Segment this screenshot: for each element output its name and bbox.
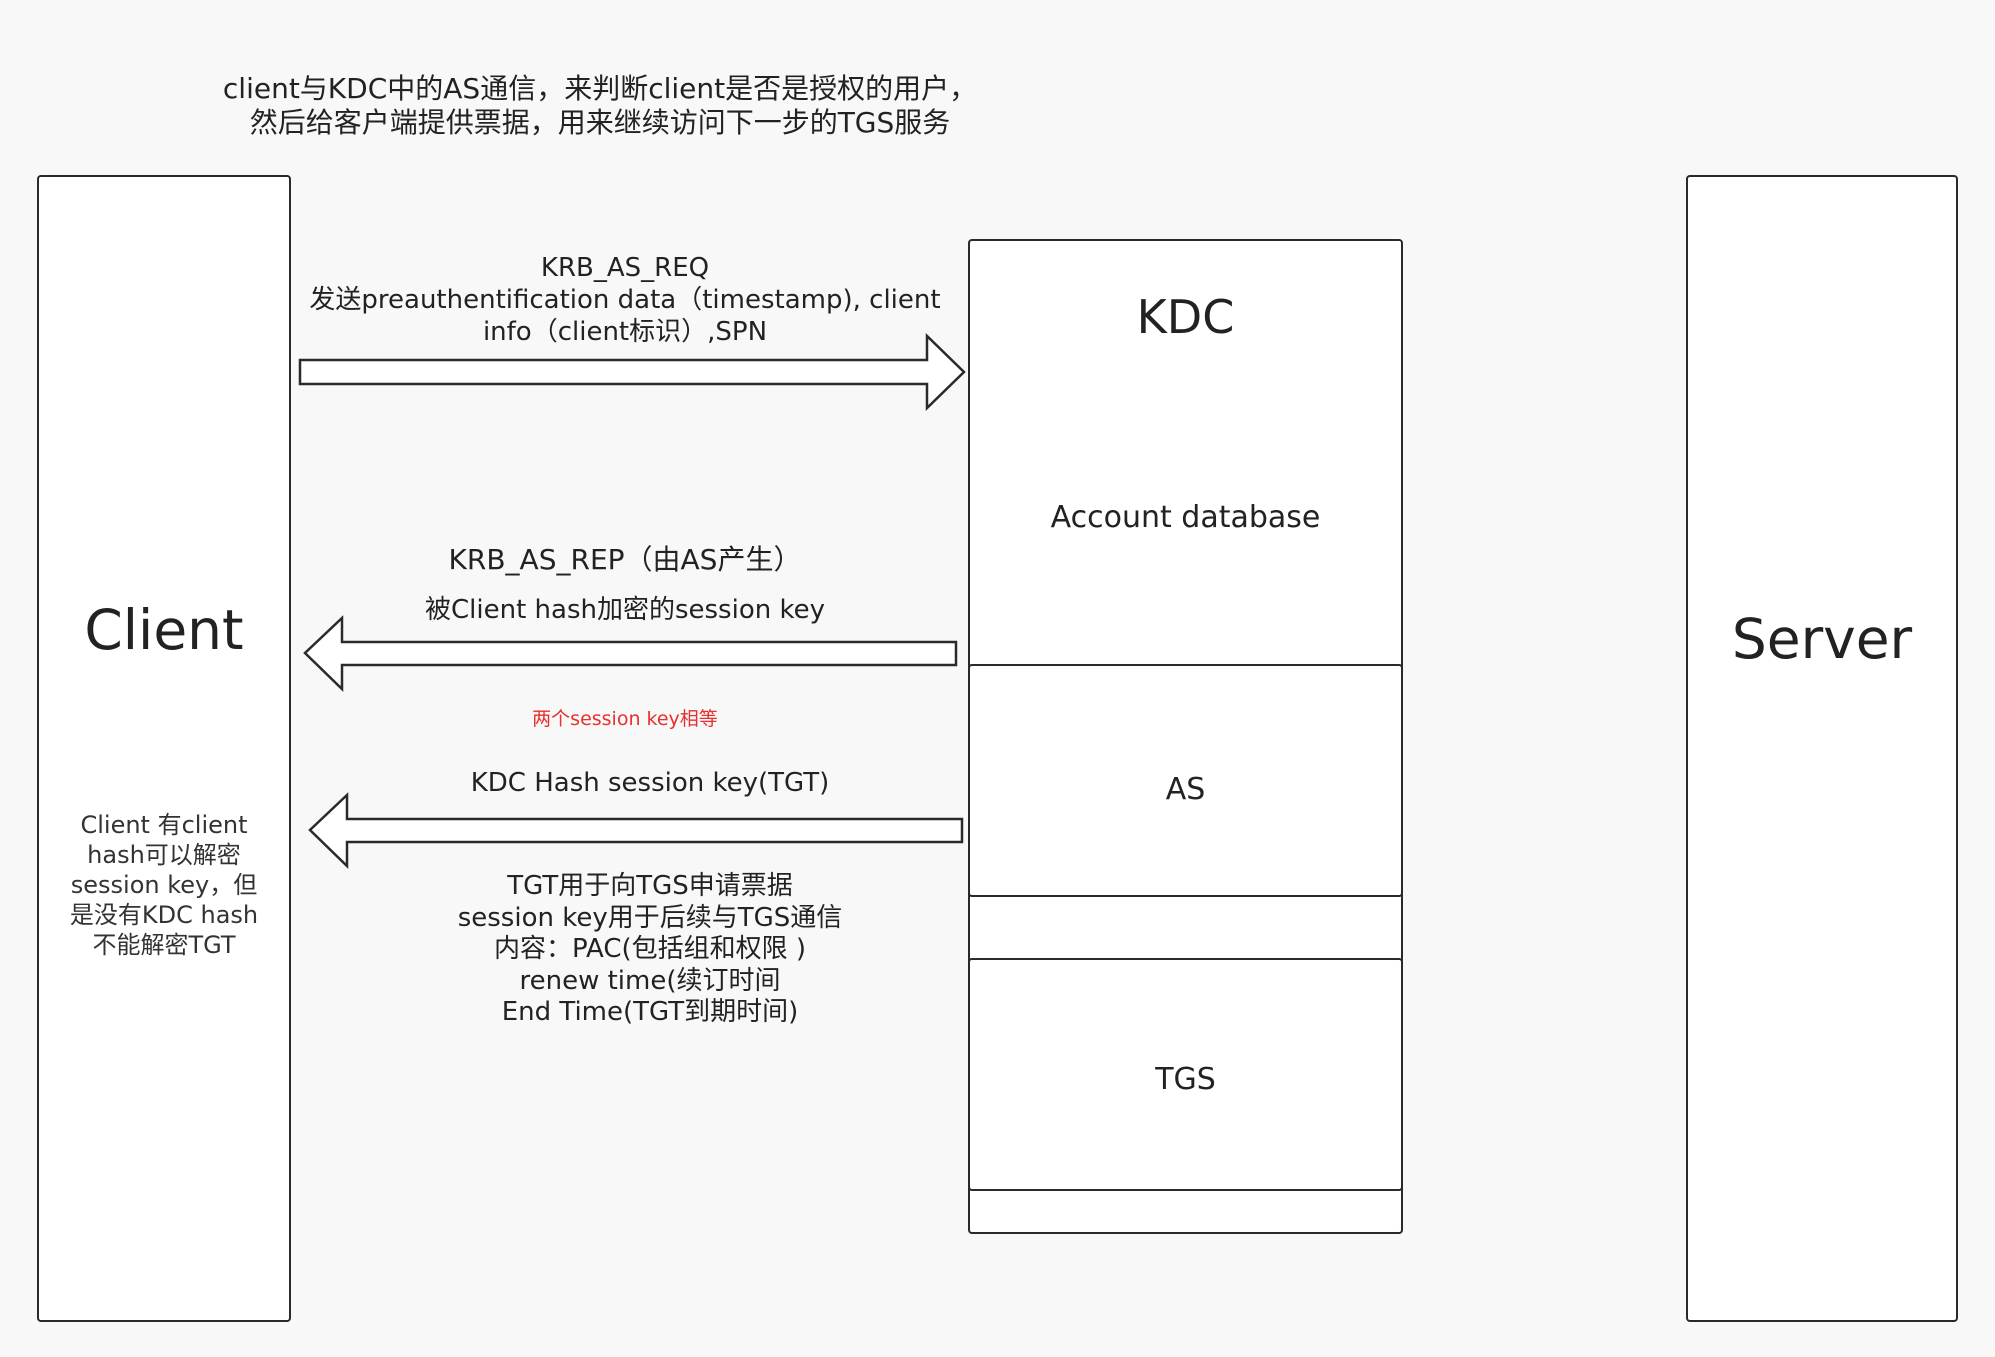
caption-line-1: client与KDC中的AS通信，来判断client是否是授权的用户，: [222, 72, 978, 105]
tgs-box: [968, 958, 1403, 1191]
caption-line-2: 然后给客户端提供票据，用来继续访问下一步的TGS服务: [249, 106, 951, 139]
tgs-label: TGS: [1155, 1062, 1216, 1097]
as-req-name: KRB_AS_REQ: [540, 253, 710, 283]
client-note-line: hash可以解密: [87, 841, 241, 869]
account-database-label: Account database: [1050, 500, 1321, 535]
client-note-line: session key，但: [70, 871, 258, 899]
kdc-title: KDC: [1136, 290, 1235, 344]
as-rep-arrow-shape: [303, 615, 958, 692]
client-note-line: 是没有KDC hash: [69, 901, 259, 929]
as-req-line-3: info（client标识）,SPN: [482, 317, 768, 347]
client-note-line: 不能解密TGT: [92, 931, 236, 959]
tgt-detail-line: End Time(TGT到期时间): [501, 997, 799, 1027]
as-label: AS: [1165, 772, 1206, 807]
as-req-arrow-shape: [298, 333, 966, 411]
as-rep-name: KRB_AS_REP（由AS产生）: [448, 543, 802, 576]
diagram-caption: client与KDC中的AS通信，来判断client是否是授权的用户， 然后给客…: [210, 72, 990, 140]
tgt-detail-line: TGT用于向TGS申请票据: [507, 871, 793, 901]
server-title: Server: [1731, 607, 1913, 671]
as-rep-line-2: 被Client hash加密的session key: [425, 595, 825, 625]
tgt-label: KDC Hash session key(TGT): [470, 768, 830, 798]
server-box: [1686, 175, 1958, 1322]
client-title: Client: [84, 598, 244, 662]
as-box: [968, 664, 1403, 897]
tgt-detail-line: session key用于后续与TGS通信: [457, 902, 843, 933]
client-box: [37, 175, 291, 1322]
tgt-detail-line: renew time(续订时间: [519, 965, 781, 996]
client-note-line: Client 有client: [80, 811, 248, 839]
client-note: Client 有client hash可以解密 session key，但 是没…: [37, 810, 291, 960]
as-req-text: KRB_AS_REQ 发送preauthentification data（ti…: [300, 252, 950, 348]
tgt-arrow-shape: [308, 792, 964, 869]
as-req-line-2: 发送preauthentification data（timestamp), c…: [309, 285, 941, 315]
tgt-detail-line: 内容：PAC(包括组和权限 ): [493, 934, 807, 964]
session-key-equal-note: 两个session key相等: [532, 708, 718, 730]
tgt-details: TGT用于向TGS申请票据 session key用于后续与TGS通信 内容：P…: [320, 871, 980, 1029]
